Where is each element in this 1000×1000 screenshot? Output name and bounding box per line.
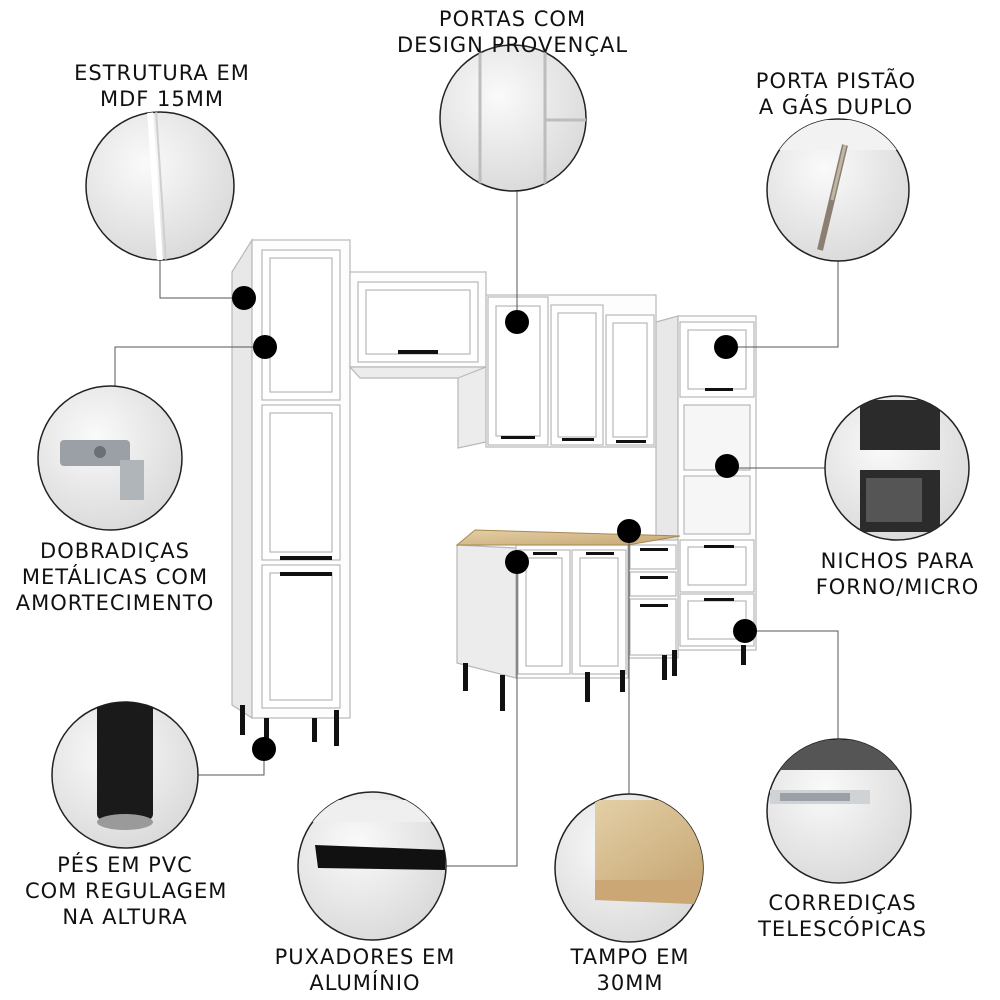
detail-oven-niche-circle <box>824 395 970 541</box>
detail-hinge-circle <box>37 385 183 531</box>
detail-mdf-circle <box>85 111 235 261</box>
handle <box>533 552 557 555</box>
handle <box>640 604 668 607</box>
handle <box>704 598 734 601</box>
handle <box>640 576 668 579</box>
handle <box>280 572 332 576</box>
detail-countertop-circle <box>554 793 704 943</box>
handle <box>705 388 733 391</box>
detail-handle-circle <box>297 791 447 941</box>
handle <box>586 552 614 555</box>
callout-dots <box>232 286 757 761</box>
upper-flip-cabinet <box>348 271 488 379</box>
detail-slide-circle <box>766 738 912 884</box>
handle <box>280 556 332 560</box>
base-legs <box>463 645 746 711</box>
handle <box>616 440 646 443</box>
detail-gas-piston-circle <box>766 118 910 262</box>
legs <box>240 705 339 746</box>
handle <box>704 545 734 548</box>
base-cabinets <box>456 539 679 679</box>
handle <box>562 438 594 441</box>
detail-pvc-foot-circle <box>51 701 199 849</box>
handle <box>640 548 668 551</box>
upper-cabinets <box>457 294 657 449</box>
handle <box>501 436 535 439</box>
handle <box>398 350 438 354</box>
detail-provencal-door-circle <box>439 44 587 192</box>
tall-pantry-cabinet <box>231 237 351 720</box>
